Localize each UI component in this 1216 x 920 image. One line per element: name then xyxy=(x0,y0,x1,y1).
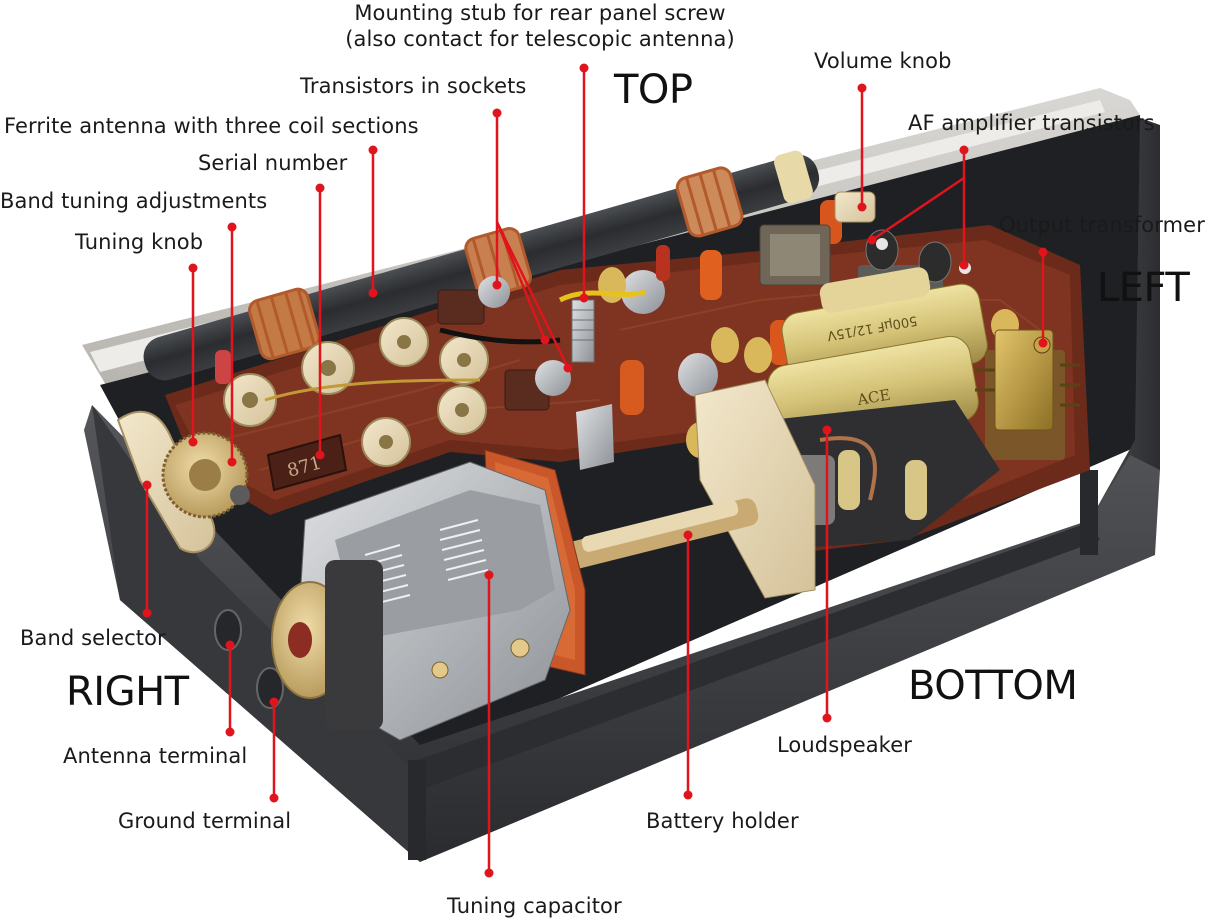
callout-transistors-in-sockets: Transistors in sockets xyxy=(300,74,527,98)
callout-tuning-capacitor: Tuning capacitor xyxy=(447,894,622,918)
callout-af-amplifier-transistors: AF amplifier transistors xyxy=(908,111,1155,135)
output-transformer-part xyxy=(975,329,1080,460)
callout-battery-holder: Battery holder xyxy=(646,809,799,833)
callout-tuning-knob: Tuning knob xyxy=(75,230,204,254)
callout-antenna-terminal: Antenna terminal xyxy=(63,744,248,768)
tuning-capacitor-part xyxy=(299,461,571,741)
serial-number-plate: 871 xyxy=(266,433,348,492)
callout-ground-terminal: Ground terminal xyxy=(118,809,292,833)
callout-volume-knob: Volume knob xyxy=(814,49,952,73)
callout-band-selector: Band selector xyxy=(20,626,166,650)
callout-output-transformer: Output transformer xyxy=(999,213,1205,237)
svg-text:ACE: ACE xyxy=(855,386,892,410)
callout-band-tuning-adjustments: Band tuning adjustments xyxy=(0,189,268,213)
orientation-left: LEFT xyxy=(1097,265,1190,311)
callout-mounting-stub: Mounting stub for rear panel screw (also… xyxy=(334,0,746,52)
callout-loudspeaker: Loudspeaker xyxy=(777,733,912,757)
orientation-top: TOP xyxy=(614,67,693,113)
orientation-right: RIGHT xyxy=(66,669,189,715)
callout-mounting-stub-line-2: (also contact for telescopic antenna) xyxy=(345,27,735,51)
callout-ferrite-antenna: Ferrite antenna with three coil sections xyxy=(4,114,419,138)
orientation-bottom: BOTTOM xyxy=(908,663,1078,709)
callout-mounting-stub-line-1: Mounting stub for rear panel screw xyxy=(354,1,726,25)
callout-serial-number: Serial number xyxy=(198,151,348,175)
